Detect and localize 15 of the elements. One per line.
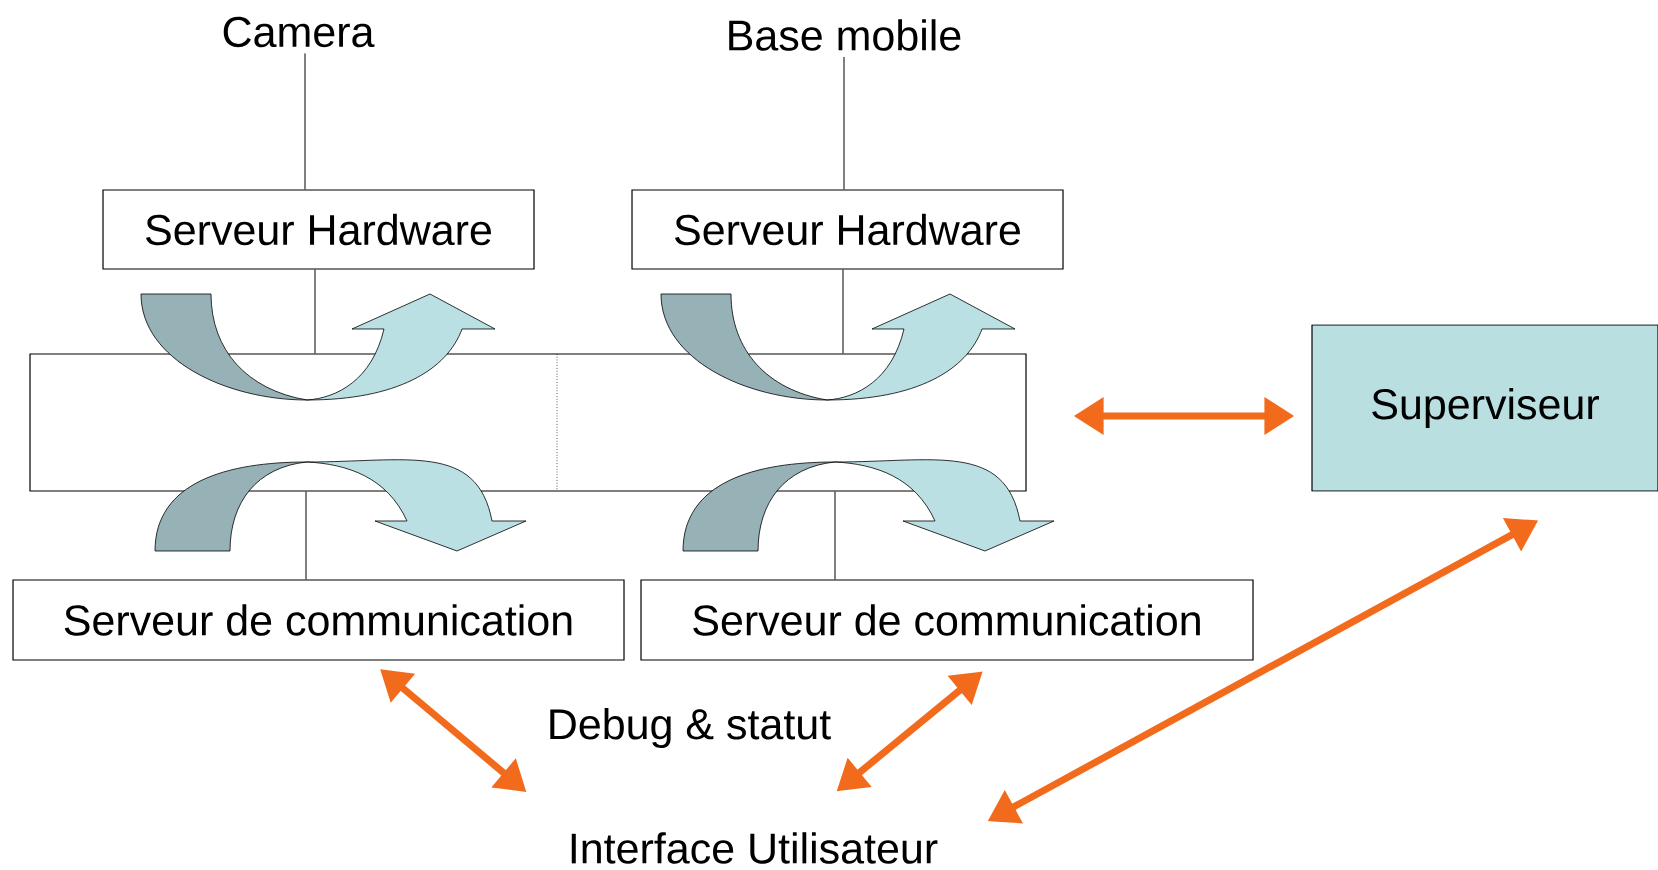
supervisor-box: Superviseur [1311,324,1658,492]
component-label: Camera [223,16,375,48]
connector-line [305,491,307,580]
note-label: Debug & statut [550,707,831,749]
connector-line [843,56,845,190]
server-box: Serveur de communication [640,579,1254,661]
connector-line [314,269,316,354]
connector-line [842,269,844,354]
server-box: Serveur de communication [12,579,625,661]
server-box: Serveur Hardware [631,189,1064,270]
connector-line [304,52,306,190]
interface-label: Interface Utilisateur [571,832,938,864]
component-label: Base mobile [729,19,961,51]
connector-line [834,491,836,580]
server-box: Serveur Hardware [102,189,535,270]
